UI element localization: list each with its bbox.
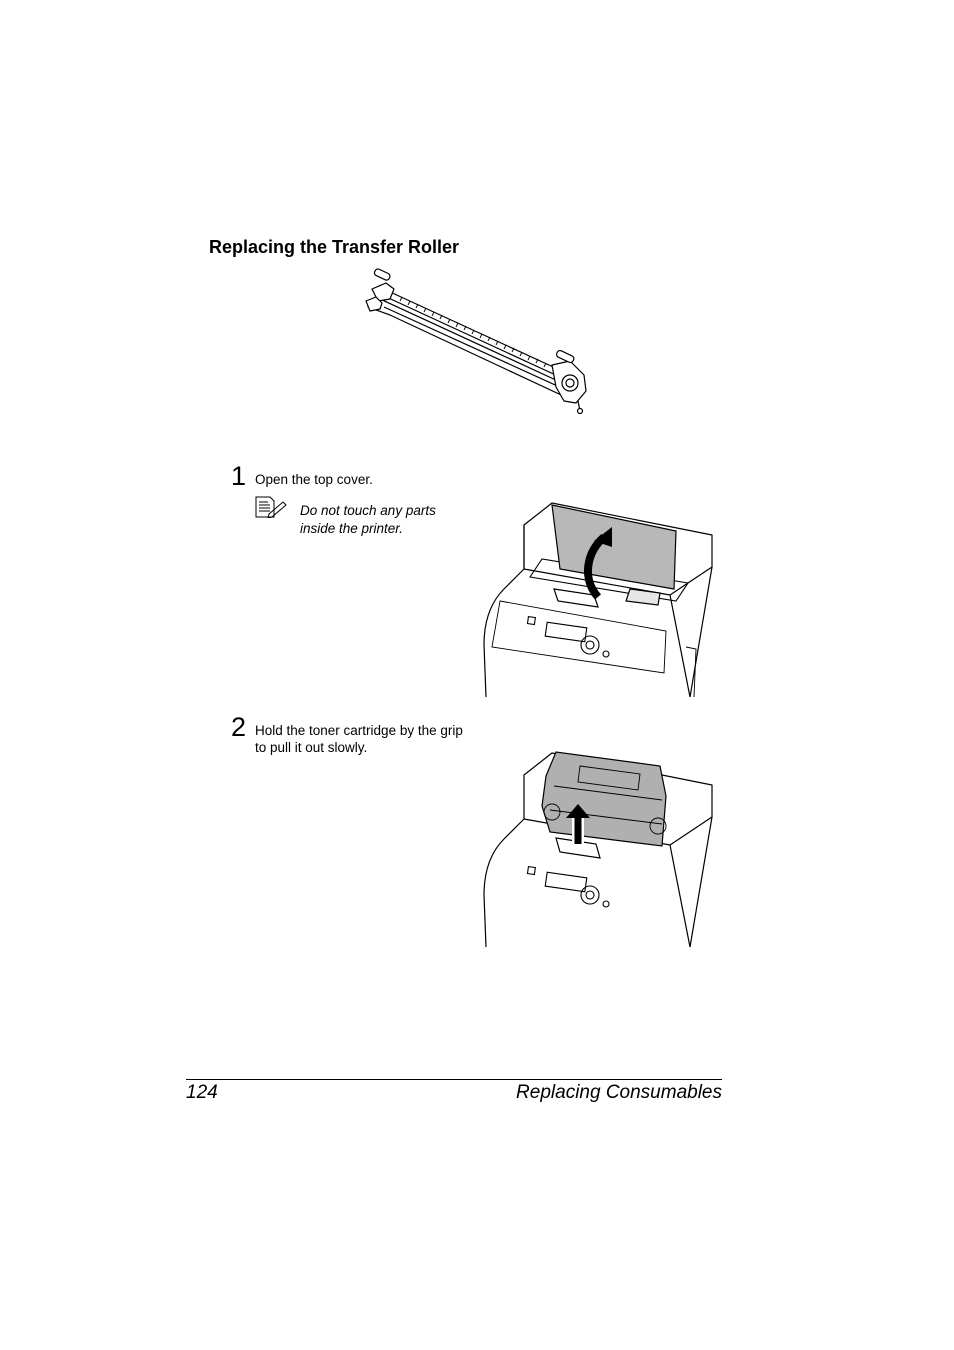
note-pencil-icon [255,496,289,523]
step-2-text: Hold the toner cartridge by the grip to … [255,723,463,755]
transfer-roller-illustration [365,268,587,415]
step-1-number: 1 [231,461,247,491]
step-1-text: Open the top cover. [255,472,373,487]
section-heading: Replacing the Transfer Roller [209,237,460,257]
footer-page-number: 124 [186,1082,218,1103]
step-2-number: 2 [231,712,247,742]
printer-open-cover-illustration [483,502,713,698]
printer-toner-removal-illustration [483,751,713,948]
note-text: Do not touch any parts inside the printe… [300,503,436,536]
footer-rule [186,1079,722,1080]
footer-chapter-title: Replacing Consumables [516,1082,722,1103]
